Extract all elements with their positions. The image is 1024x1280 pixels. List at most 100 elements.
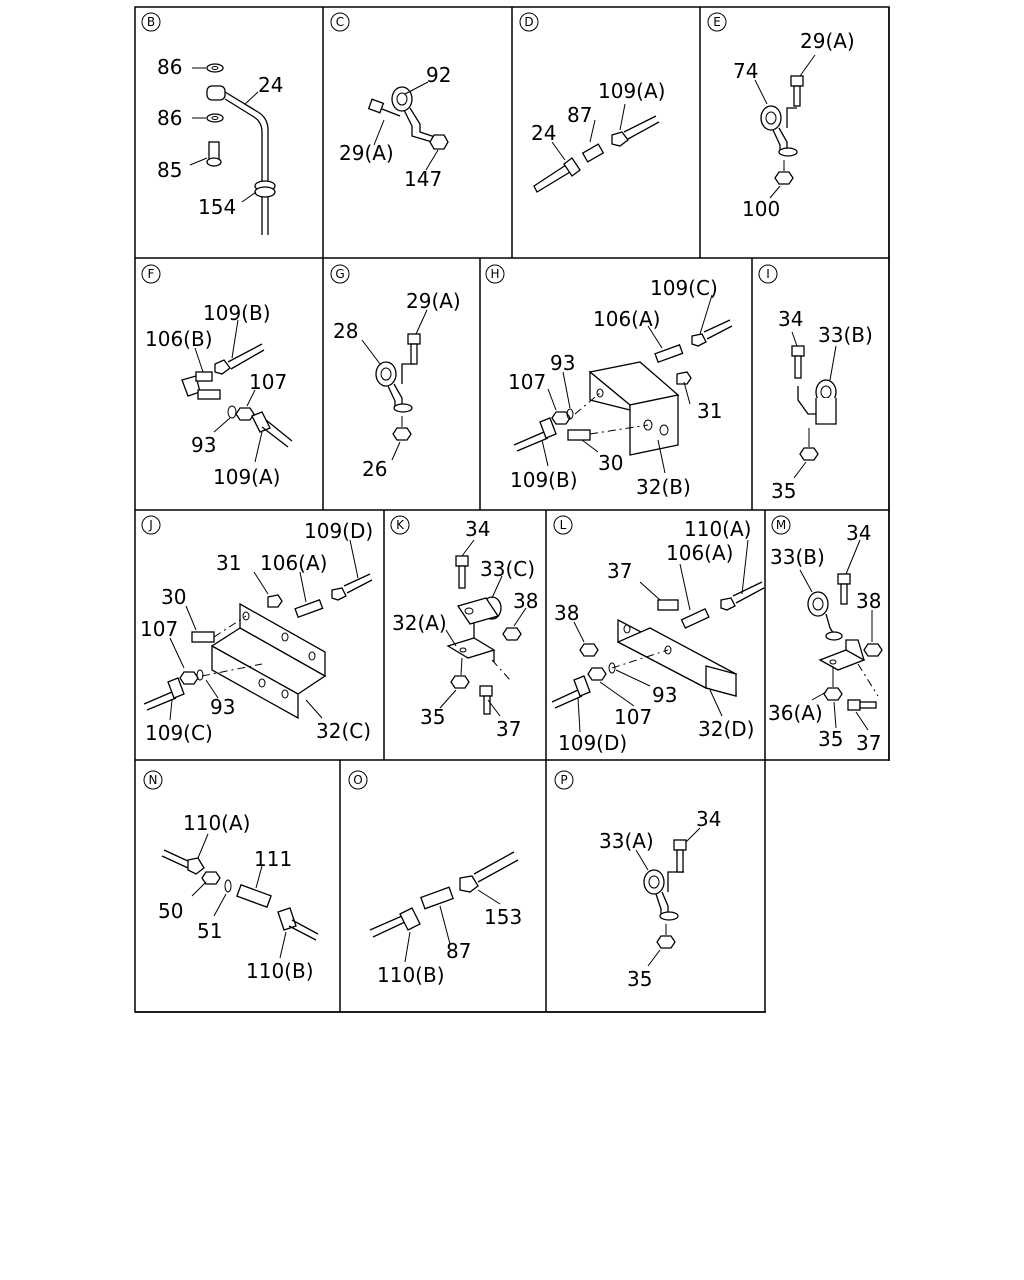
callout: 106(A) (260, 551, 327, 575)
callout: 37 (607, 559, 632, 583)
callout: 109(D) (304, 519, 373, 543)
panel-i-badge: I (766, 267, 770, 281)
callout: 100 (742, 197, 780, 221)
panel-d-badge: D (524, 15, 533, 29)
callout: 31 (697, 399, 722, 423)
panel-p-badge: P (560, 773, 567, 787)
callout: 51 (197, 919, 222, 943)
panel-o: O 153 87 110(B) (348, 770, 522, 987)
callout: 35 (818, 727, 843, 751)
panel-d: D 109(A) 87 24 (519, 12, 665, 193)
callout: 33(C) (480, 557, 535, 581)
callout: 109(C) (650, 276, 718, 300)
callout: 33(B) (818, 323, 873, 347)
callout: 106(A) (593, 307, 660, 331)
callout: 33(B) (770, 545, 825, 569)
panel-g: G 29(A) 28 26 (330, 264, 461, 481)
panel-k-badge: K (396, 518, 405, 532)
callout: 106(A) (666, 541, 733, 565)
panel-p: P 34 33(A) 35 (554, 770, 721, 991)
callout: 85 (157, 158, 182, 182)
callout: 38 (856, 589, 881, 613)
panel-c-badge: C (336, 15, 344, 29)
callout: 147 (404, 167, 442, 191)
callout: 93 (191, 433, 216, 457)
callout: 153 (484, 905, 522, 929)
callout: 110(B) (377, 963, 445, 987)
panel-e: E 29(A) 74 100 (707, 12, 855, 221)
callout: 32(B) (636, 475, 691, 499)
callout: 37 (856, 731, 881, 755)
panel-l: L 110(A) 106(A) 37 38 93 107 (551, 515, 765, 755)
panel-m-badge: M (776, 518, 786, 532)
callout: 109(C) (145, 721, 213, 745)
callout: 106(B) (145, 327, 213, 351)
callout: 32(C) (316, 719, 371, 743)
panel-k: K 34 33(C) 38 32(A) 35 37 (390, 515, 538, 741)
callout: 38 (554, 601, 579, 625)
panel-g-badge: G (335, 267, 344, 281)
callout: 92 (426, 63, 451, 87)
panel-c: C 92 29(A) 147 (330, 12, 451, 191)
panel-b-badge: B (147, 15, 155, 29)
callout: 109(B) (510, 468, 578, 492)
callout: 154 (198, 195, 236, 219)
callout: 35 (771, 479, 796, 503)
callout: 28 (333, 319, 358, 343)
callout: 32(A) (392, 611, 447, 635)
callout: 86 (157, 55, 182, 79)
panel-i: I 34 33(B) 35 (758, 264, 873, 503)
panel-j: J 109(D) 31 106(A) 30 (140, 515, 373, 745)
callout: 74 (733, 59, 758, 83)
callout: 30 (598, 451, 623, 475)
panel-l-badge: L (560, 518, 567, 532)
panel-b: B 86 24 86 85 154 (141, 12, 283, 235)
callout: 24 (258, 73, 283, 97)
callout: 107 (614, 705, 652, 729)
panel-h-badge: H (490, 267, 499, 281)
panel-h: H 109(C) 106(A) 93 107 31 (485, 264, 733, 499)
callout: 32(D) (698, 717, 754, 741)
callout: 34 (778, 307, 803, 331)
callout: 30 (161, 585, 186, 609)
callout: 31 (216, 551, 241, 575)
panel-o-badge: O (353, 773, 362, 787)
panel-n: N 110(A) 111 50 51 110(B) (143, 770, 319, 983)
callout: 109(A) (213, 465, 280, 489)
callout: 110(A) (684, 517, 751, 541)
callout: 87 (446, 939, 471, 963)
callout: 24 (531, 121, 556, 145)
callout: 107 (140, 617, 178, 641)
callout: 110(B) (246, 959, 314, 983)
callout: 93 (652, 683, 677, 707)
panel-j-badge: J (148, 518, 153, 532)
callout: 93 (550, 351, 575, 375)
callout: 34 (465, 517, 490, 541)
callout: 35 (420, 705, 445, 729)
callout: 34 (846, 521, 871, 545)
callout: 38 (513, 589, 538, 613)
callout: 50 (158, 899, 183, 923)
callout: 35 (627, 967, 652, 991)
callout: 37 (496, 717, 521, 741)
callout: 26 (362, 457, 387, 481)
panel-f-badge: F (148, 267, 155, 281)
callout: 111 (254, 847, 292, 871)
panel-grid (134, 6, 890, 1013)
callout: 29(A) (339, 141, 394, 165)
callout: 29(A) (406, 289, 461, 313)
panel-m: M 34 33(B) 38 36(A) 35 37 (768, 515, 883, 755)
callout: 110(A) (183, 811, 250, 835)
callout: 109(D) (558, 731, 627, 755)
callout: 87 (567, 103, 592, 127)
callout: 33(A) (599, 829, 654, 853)
callout: 93 (210, 695, 235, 719)
callout: 29(A) (800, 29, 855, 53)
panel-n-badge: N (149, 773, 158, 787)
callout: 34 (696, 807, 721, 831)
callout: 109(B) (203, 301, 271, 325)
callout: 109(A) (598, 79, 665, 103)
callout: 36(A) (768, 701, 823, 725)
callout: 107 (249, 370, 287, 394)
